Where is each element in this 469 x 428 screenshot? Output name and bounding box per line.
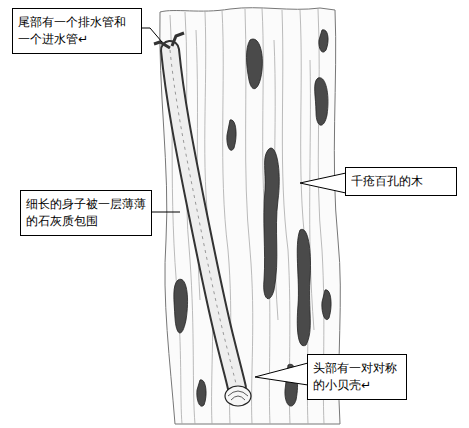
callout-text: 细长的身子被一层薄薄的石灰质包围 (26, 196, 146, 230)
callout-text: 尾部有一个排水管和一个进水管↵ (18, 14, 136, 48)
shipworm (154, 33, 251, 406)
callout-text: 头部有一对对称的小贝壳↵ (313, 360, 401, 394)
callout-text: 千疮百孔的木 (351, 173, 451, 190)
callout-box: 细长的身子被一层薄薄的石灰质包围 (20, 190, 152, 236)
leader-lines (141, 28, 180, 212)
callout-box: 尾部有一个排水管和一个进水管↵ (12, 8, 142, 54)
callout-box: 千疮百孔的木 (345, 167, 457, 196)
callout-box: 头部有一对对称的小贝壳↵ (307, 354, 407, 400)
